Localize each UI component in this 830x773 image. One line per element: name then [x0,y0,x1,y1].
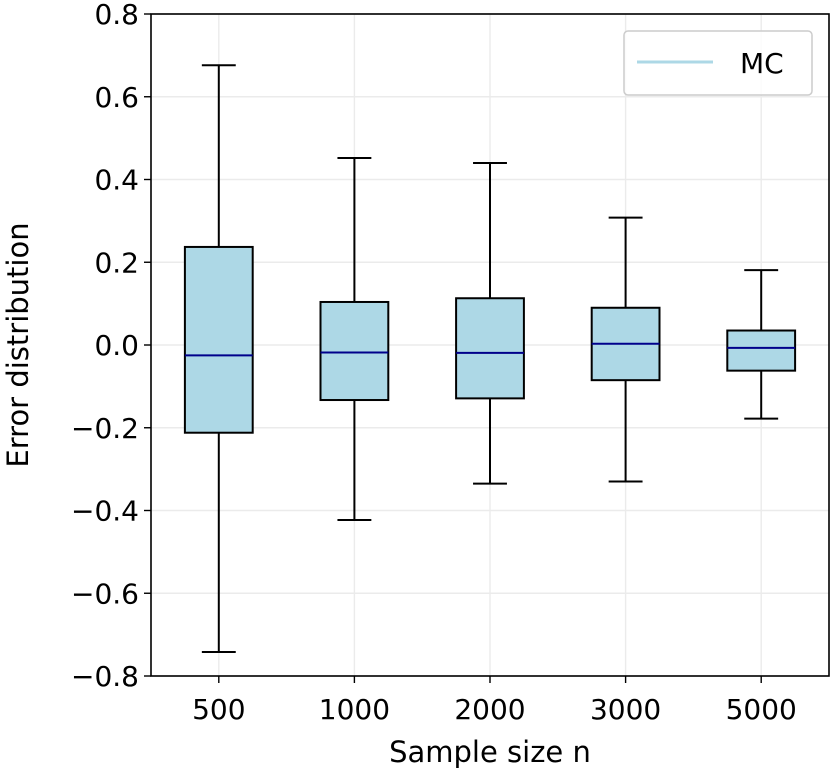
legend: MC [623,30,813,96]
x-axis-label: Sample size n [389,735,591,769]
y-tick-label-3: −0.2 [71,412,139,445]
box-3000 [590,216,661,483]
legend-label-mc: MC [740,47,784,80]
box-body-2000 [455,297,525,400]
box-500 [183,64,254,654]
x-tick-label-1: 1000 [319,693,390,726]
box-5000 [726,269,797,420]
y-tick-label-2: −0.4 [71,495,139,528]
y-axis-ticks: −0.8 −0.6 −0.4 −0.2 0.0 0.2 0.4 0.6 0.8 [71,0,151,693]
box-body-5000 [726,329,797,372]
y-tick-label-1: −0.6 [71,577,139,610]
x-tick-label-0: 500 [192,693,245,726]
box-body-500 [183,245,254,434]
box-body-1000 [319,300,390,402]
y-tick-label-4: 0.0 [94,329,139,362]
box-1000 [319,156,390,522]
y-axis-label: Error distribution [1,222,35,467]
x-tick-label-3: 3000 [590,693,661,726]
x-tick-label-4: 5000 [726,693,797,726]
x-axis-ticks: 500 1000 2000 3000 5000 [192,676,797,726]
legend-box [623,30,813,96]
box-2000 [455,161,525,485]
y-tick-label-6: 0.4 [94,164,139,197]
y-tick-label-0: −0.8 [71,660,139,693]
box-series [183,64,797,654]
y-tick-label-7: 0.6 [94,81,139,114]
y-tick-label-8: 0.8 [94,0,139,31]
x-tick-label-2: 2000 [454,693,525,726]
y-tick-label-5: 0.2 [94,246,139,279]
